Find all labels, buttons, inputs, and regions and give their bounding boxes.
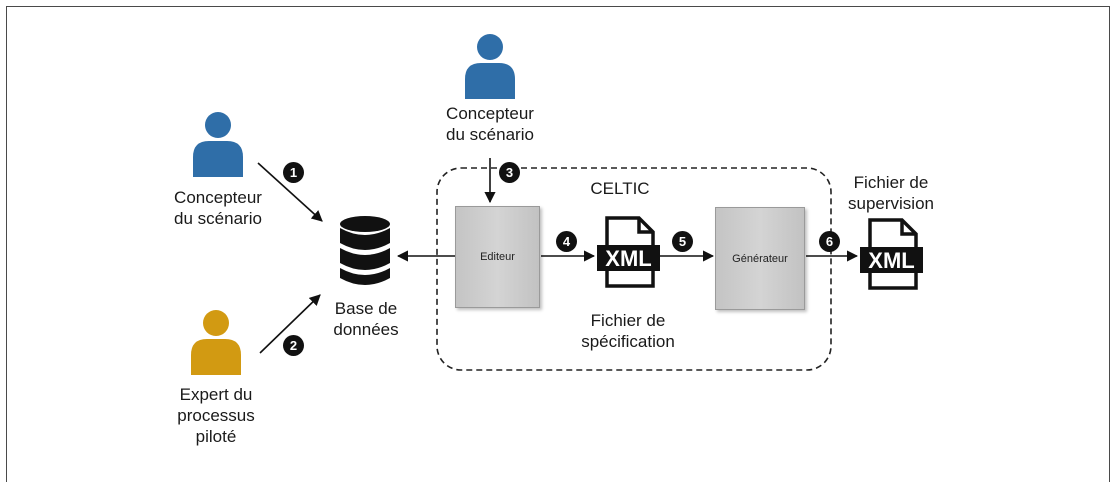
generator-label: Générateur bbox=[732, 252, 788, 265]
celtic-title: CELTIC bbox=[590, 179, 650, 198]
arrow-step-1 bbox=[257, 162, 323, 222]
diagram-frame bbox=[6, 6, 1110, 482]
database-label: Base de données bbox=[333, 299, 399, 339]
celtic-container bbox=[436, 167, 832, 371]
step-badge-3: 3 bbox=[499, 162, 520, 183]
step-badge-4: 4 bbox=[556, 231, 577, 252]
expert-person-icon bbox=[191, 310, 241, 375]
spec-file-label: Fichier de spécification bbox=[581, 311, 675, 351]
generator-box: Générateur bbox=[715, 207, 805, 310]
step-badge-1: 1 bbox=[283, 162, 304, 183]
step-badge-6: 6 bbox=[819, 231, 840, 252]
supervision-file-label: Fichier de supervision bbox=[848, 173, 934, 213]
step-badge-5: 5 bbox=[672, 231, 693, 252]
step-badge-2: 2 bbox=[283, 335, 304, 356]
editor-label: Editeur bbox=[480, 251, 515, 263]
expert-label: Expert du processus piloté bbox=[177, 385, 255, 446]
designer-top-person-icon bbox=[465, 34, 515, 99]
arrow-step-2 bbox=[259, 294, 321, 354]
spec-xml-text: XML bbox=[605, 246, 651, 271]
editor-box: Editeur bbox=[455, 206, 540, 308]
designer-left-person-icon bbox=[193, 112, 243, 177]
designer-top-label: Concepteur du scénario bbox=[446, 104, 534, 144]
database-icon bbox=[340, 216, 390, 285]
supervision-xml-file-icon: XML bbox=[860, 218, 923, 290]
designer-left-label: Concepteur du scénario bbox=[174, 188, 262, 228]
supervision-xml-text: XML bbox=[868, 248, 914, 273]
spec-xml-file-icon: XML bbox=[597, 216, 660, 288]
